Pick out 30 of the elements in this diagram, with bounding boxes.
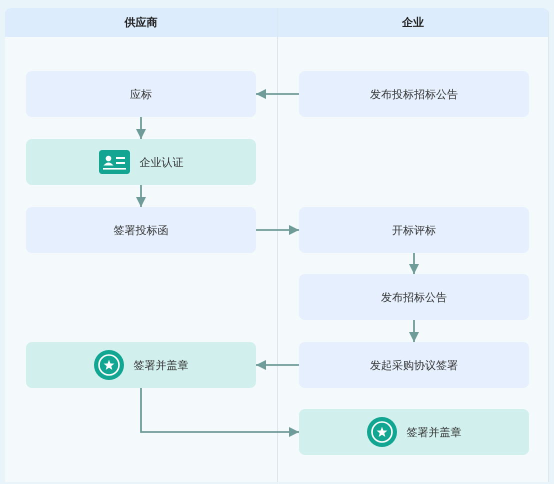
process-box — [26, 71, 256, 117]
arrow — [256, 225, 299, 235]
node-label: 发布招标公告 — [381, 290, 447, 304]
node-label: 签署并盖章 — [134, 358, 188, 372]
arrow — [136, 117, 146, 139]
lane-header: 企业 — [278, 8, 548, 37]
arrow — [409, 320, 419, 342]
arrow — [409, 253, 419, 274]
process-box — [299, 207, 529, 253]
node-label: 发布投标招标公告 — [370, 86, 458, 102]
node-label: 开标评标 — [392, 222, 436, 238]
swimlane — [5, 8, 278, 482]
arrow — [140, 388, 299, 437]
process-box — [26, 342, 256, 388]
process-box — [299, 71, 529, 117]
arrow — [136, 185, 146, 207]
process-box — [299, 342, 529, 388]
process-box — [26, 139, 256, 185]
swimlane — [278, 8, 549, 482]
lane-header: 供应商 — [5, 8, 277, 37]
node-label: 签署并盖章 — [406, 424, 462, 440]
node-label: 企业认证 — [140, 154, 184, 170]
process-box — [299, 409, 529, 455]
node-label: 签署投标函 — [114, 222, 168, 238]
process-box — [26, 207, 256, 253]
node-label: 应标 — [130, 86, 152, 102]
arrow — [256, 360, 299, 370]
process-box — [299, 274, 529, 320]
node-label: 发起采购协议签署 — [370, 358, 458, 372]
arrow — [256, 89, 299, 99]
